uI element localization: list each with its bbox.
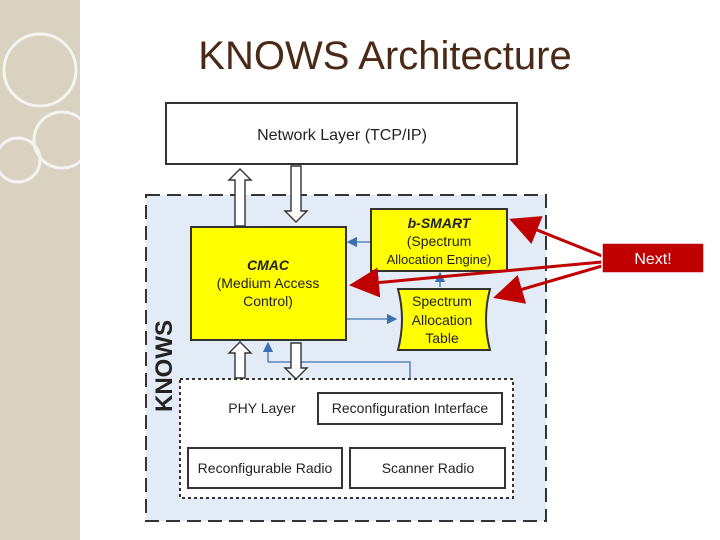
cmac-line-1: (Medium Access	[217, 275, 320, 291]
spectrum-table-line-2: Allocation	[412, 312, 473, 328]
reconfiguration-interface-label: Reconfiguration Interface	[332, 400, 489, 416]
next-callout-label: Next!	[634, 251, 671, 268]
slide-title: KNOWS Architecture	[198, 34, 572, 78]
bsmart-title: b-SMART	[408, 215, 472, 231]
spectrum-table-line-3: Table	[425, 330, 459, 346]
callout-arrows	[349, 216, 603, 304]
reconfigurable-radio-box: Reconfigurable Radio	[187, 447, 343, 489]
decorative-sidebar	[0, 0, 80, 540]
cmac-box: CMAC (Medium Access Control)	[190, 226, 347, 341]
network-layer-label: Network Layer (TCP/IP)	[257, 127, 427, 144]
decorative-circles	[0, 32, 92, 184]
spectrum-table-line-1: Spectrum	[412, 293, 472, 309]
phy-layer-label: PHY Layer	[228, 400, 296, 416]
scanner-radio-box: Scanner Radio	[349, 447, 506, 489]
scanner-radio-label: Scanner Radio	[382, 460, 475, 476]
cmac-phy-arrows	[227, 341, 309, 380]
bsmart-line-1: (Spectrum	[407, 233, 472, 249]
cmac-line-2: Control)	[243, 293, 293, 309]
next-callout: Next!	[601, 242, 705, 274]
bsmart-line-2: Allocation Engine)	[387, 252, 492, 267]
cmac-title: CMAC	[247, 257, 290, 273]
reconfiguration-interface-box: Reconfiguration Interface	[317, 392, 503, 425]
spectrum-allocation-table: Spectrum Allocation Table	[396, 288, 492, 351]
bsmart-box: b-SMART (Spectrum Allocation Engine)	[370, 208, 508, 272]
knows-label: KNOWS	[151, 320, 178, 412]
network-layer-box: Network Layer (TCP/IP)	[165, 102, 518, 165]
reconfigurable-radio-label: Reconfigurable Radio	[198, 460, 333, 476]
